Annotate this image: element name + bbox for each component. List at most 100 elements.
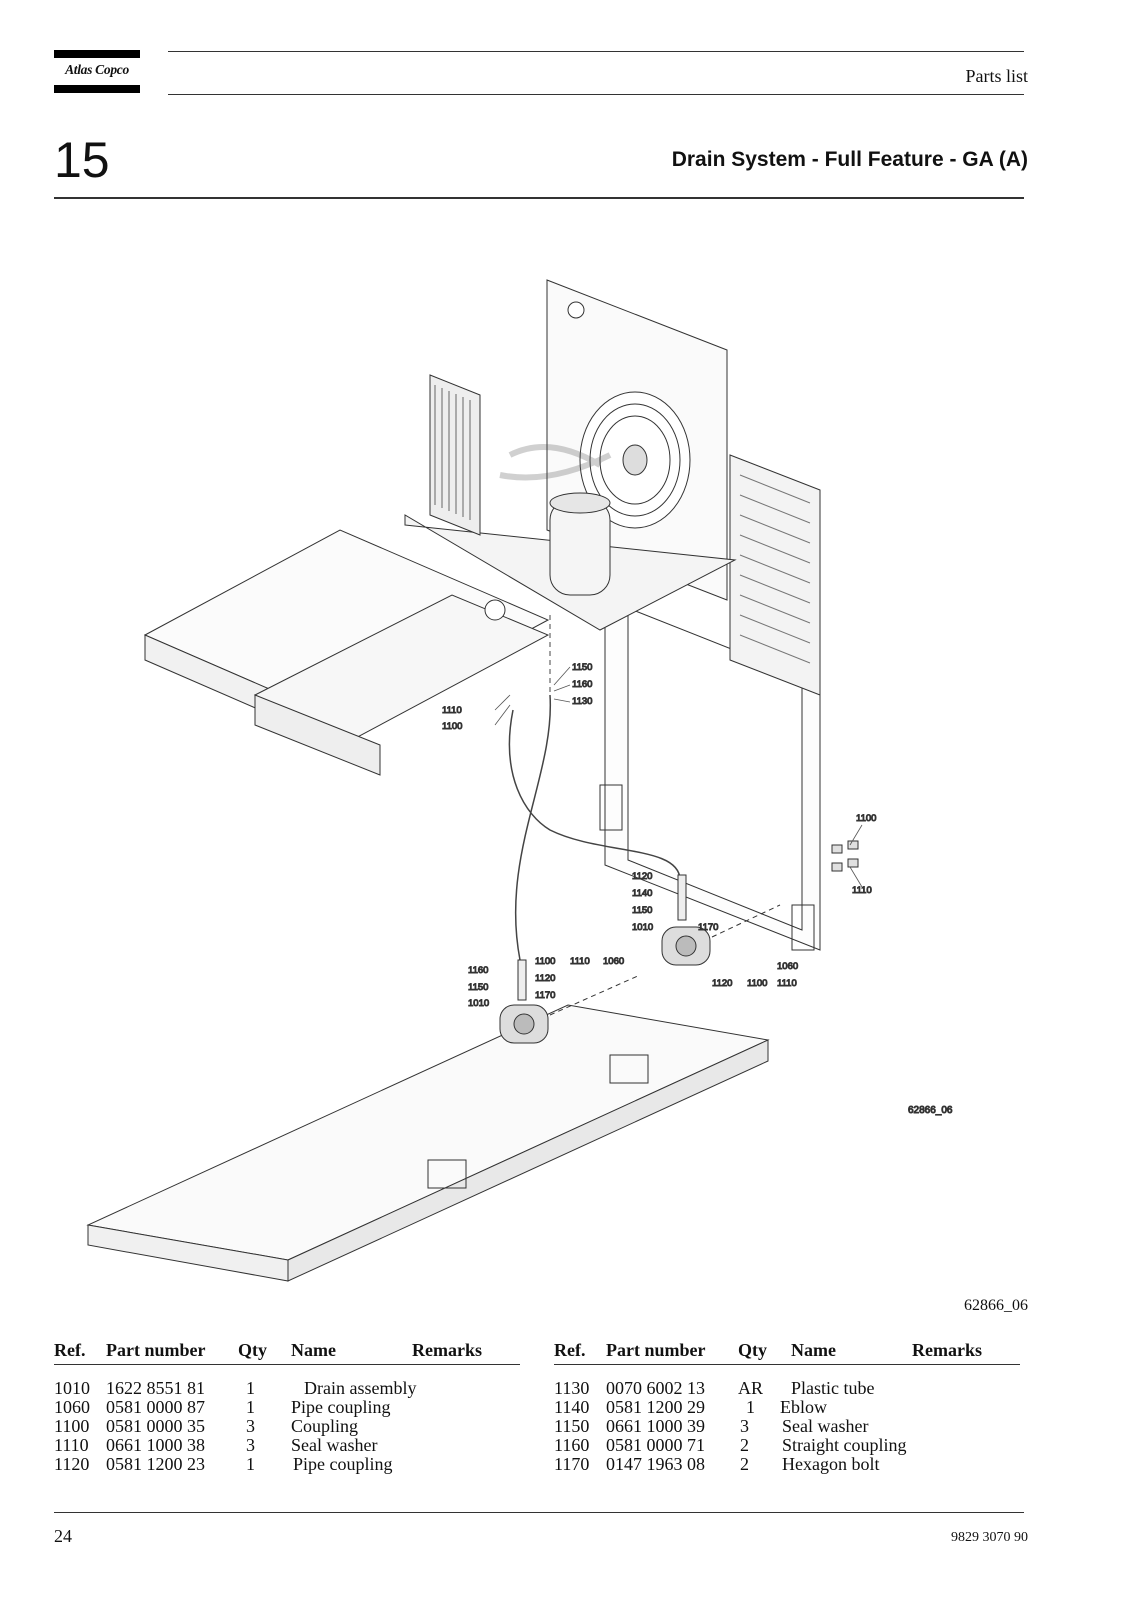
- cell-ref: 1170: [554, 1454, 590, 1474]
- cell-part-number: 0581 0000 35: [106, 1416, 205, 1436]
- cell-qty: 2: [740, 1454, 749, 1474]
- logo-wordmark: Atlas Copco: [65, 62, 129, 77]
- cell-name: Plastic tube: [791, 1378, 875, 1398]
- figure-code-inner: 62866_06: [908, 1105, 953, 1116]
- svg-text:1120: 1120: [712, 978, 732, 989]
- header-remarks: Remarks: [412, 1340, 482, 1360]
- cell-part-number: 0581 1200 23: [106, 1454, 205, 1474]
- svg-text:1150: 1150: [572, 662, 592, 673]
- cell-name: Drain assembly: [304, 1378, 417, 1398]
- header-ref: Ref.: [54, 1340, 86, 1360]
- header-ref: Ref.: [554, 1340, 586, 1360]
- table-header: Ref. Part number Qty Name Remarks: [54, 1340, 520, 1365]
- svg-text:1100: 1100: [442, 721, 462, 732]
- header-top-rule: [168, 51, 1024, 52]
- parts-table-right: Ref. Part number Qty Name Remarks 1130 0…: [554, 1340, 1020, 1474]
- svg-text:1110: 1110: [570, 956, 590, 967]
- svg-text:1100: 1100: [535, 956, 555, 967]
- cell-part-number: 0661 1000 39: [606, 1416, 705, 1436]
- svg-text:1130: 1130: [572, 696, 592, 707]
- footer-rule: [54, 1512, 1024, 1513]
- cell-ref: 1010: [54, 1378, 90, 1398]
- cell-qty: 1: [246, 1378, 255, 1398]
- header-qty: Qty: [738, 1340, 767, 1360]
- table-row: 1010 1622 8551 81 1 Drain assembly: [54, 1379, 520, 1398]
- svg-text:1110: 1110: [442, 705, 462, 716]
- document-number: 9829 3070 90: [951, 1530, 1028, 1545]
- table-row: 1170 0147 1963 08 2 Hexagon bolt: [554, 1455, 1020, 1474]
- header-part-number: Part number: [606, 1340, 706, 1360]
- svg-text:1060: 1060: [777, 961, 798, 972]
- svg-text:1170: 1170: [698, 922, 718, 933]
- cell-qty: 1: [746, 1397, 755, 1417]
- svg-text:1120: 1120: [535, 973, 555, 984]
- cell-name: Seal washer: [782, 1416, 869, 1436]
- cell-name: Coupling: [291, 1416, 359, 1436]
- drain-assembly-right: [661, 874, 781, 966]
- cell-name: Pipe coupling: [293, 1454, 393, 1474]
- svg-text:1100: 1100: [856, 813, 876, 824]
- cover-panel: [143, 529, 550, 776]
- drain-tubes: [508, 615, 681, 961]
- table-header: Ref. Part number Qty Name Remarks: [554, 1340, 1020, 1365]
- cell-qty: 3: [740, 1416, 749, 1436]
- table-row: 1120 0581 1200 23 1 Pipe coupling: [54, 1455, 520, 1474]
- svg-text:1170: 1170: [535, 990, 555, 1001]
- cell-name: Hexagon bolt: [782, 1454, 880, 1474]
- side-couplings: [831, 840, 859, 872]
- header-part-number: Part number: [106, 1340, 206, 1360]
- cell-qty: AR: [738, 1378, 764, 1398]
- exploded-view-illustration: 1150 1160 1130 1110 1100 1100 1110 1120 …: [80, 215, 1000, 1305]
- base-frame: [86, 1004, 770, 1282]
- header-name: Name: [291, 1340, 336, 1360]
- svg-text:1120: 1120: [632, 871, 652, 882]
- header-remarks: Remarks: [912, 1340, 982, 1360]
- atlas-copco-logo: Atlas Copco: [54, 50, 140, 95]
- table-row: 1130 0070 6002 13 AR Plastic tube: [554, 1379, 1020, 1398]
- svg-text:1060: 1060: [603, 956, 624, 967]
- svg-text:1010: 1010: [468, 998, 489, 1009]
- svg-text:1160: 1160: [572, 679, 592, 690]
- logo-bottom-bar: [54, 85, 140, 93]
- svg-text:1150: 1150: [468, 982, 488, 993]
- callout-labels: 1150 1160 1130 1110 1100 1100 1110 1120 …: [442, 662, 877, 1010]
- svg-text:1010: 1010: [632, 922, 653, 933]
- parts-table-left: Ref. Part number Qty Name Remarks 1010 1…: [54, 1340, 520, 1474]
- cell-qty: 3: [246, 1435, 255, 1455]
- grille-panel: [729, 454, 821, 696]
- cell-ref: 1110: [54, 1435, 89, 1455]
- cell-name: Seal washer: [291, 1435, 378, 1455]
- logo-top-bar: [54, 50, 140, 58]
- cell-part-number: 0147 1963 08: [606, 1454, 705, 1474]
- header-qty: Qty: [238, 1340, 267, 1360]
- cell-part-number: 0581 0000 71: [606, 1435, 705, 1455]
- svg-text:1110: 1110: [852, 885, 872, 896]
- header-bottom-rule: [168, 94, 1024, 95]
- svg-text:1140: 1140: [632, 888, 652, 899]
- section-title: Drain System - Full Feature - GA (A): [671, 148, 1028, 171]
- cell-ref: 1060: [54, 1397, 90, 1417]
- cell-ref: 1100: [54, 1416, 90, 1436]
- table-row: 1110 0661 1000 38 3 Seal washer: [54, 1436, 520, 1455]
- svg-text:1100: 1100: [747, 978, 767, 989]
- cell-qty: 1: [246, 1397, 255, 1417]
- cell-part-number: 0581 1200 29: [606, 1397, 705, 1417]
- cell-part-number: 1622 8551 81: [106, 1378, 205, 1398]
- section-number: 15: [54, 132, 110, 188]
- drain-assembly-left: [499, 959, 641, 1044]
- header-name: Name: [791, 1340, 836, 1360]
- cell-part-number: 0661 1000 38: [106, 1435, 205, 1455]
- cell-part-number: 0581 0000 87: [106, 1397, 205, 1417]
- cell-qty: 2: [740, 1435, 749, 1455]
- svg-text:1160: 1160: [468, 965, 488, 976]
- cell-ref: 1130: [554, 1378, 590, 1398]
- cell-ref: 1120: [54, 1454, 90, 1474]
- svg-text:1150: 1150: [632, 905, 652, 916]
- cell-qty: 3: [246, 1416, 255, 1436]
- cell-ref: 1140: [554, 1397, 590, 1417]
- cell-part-number: 0070 6002 13: [606, 1378, 705, 1398]
- table-row: 1160 0581 0000 71 2 Straight coupling: [554, 1436, 1020, 1455]
- table-row: 1100 0581 0000 35 3 Coupling: [54, 1417, 520, 1436]
- dryer-unit: [404, 279, 737, 631]
- section-rule: [54, 197, 1024, 199]
